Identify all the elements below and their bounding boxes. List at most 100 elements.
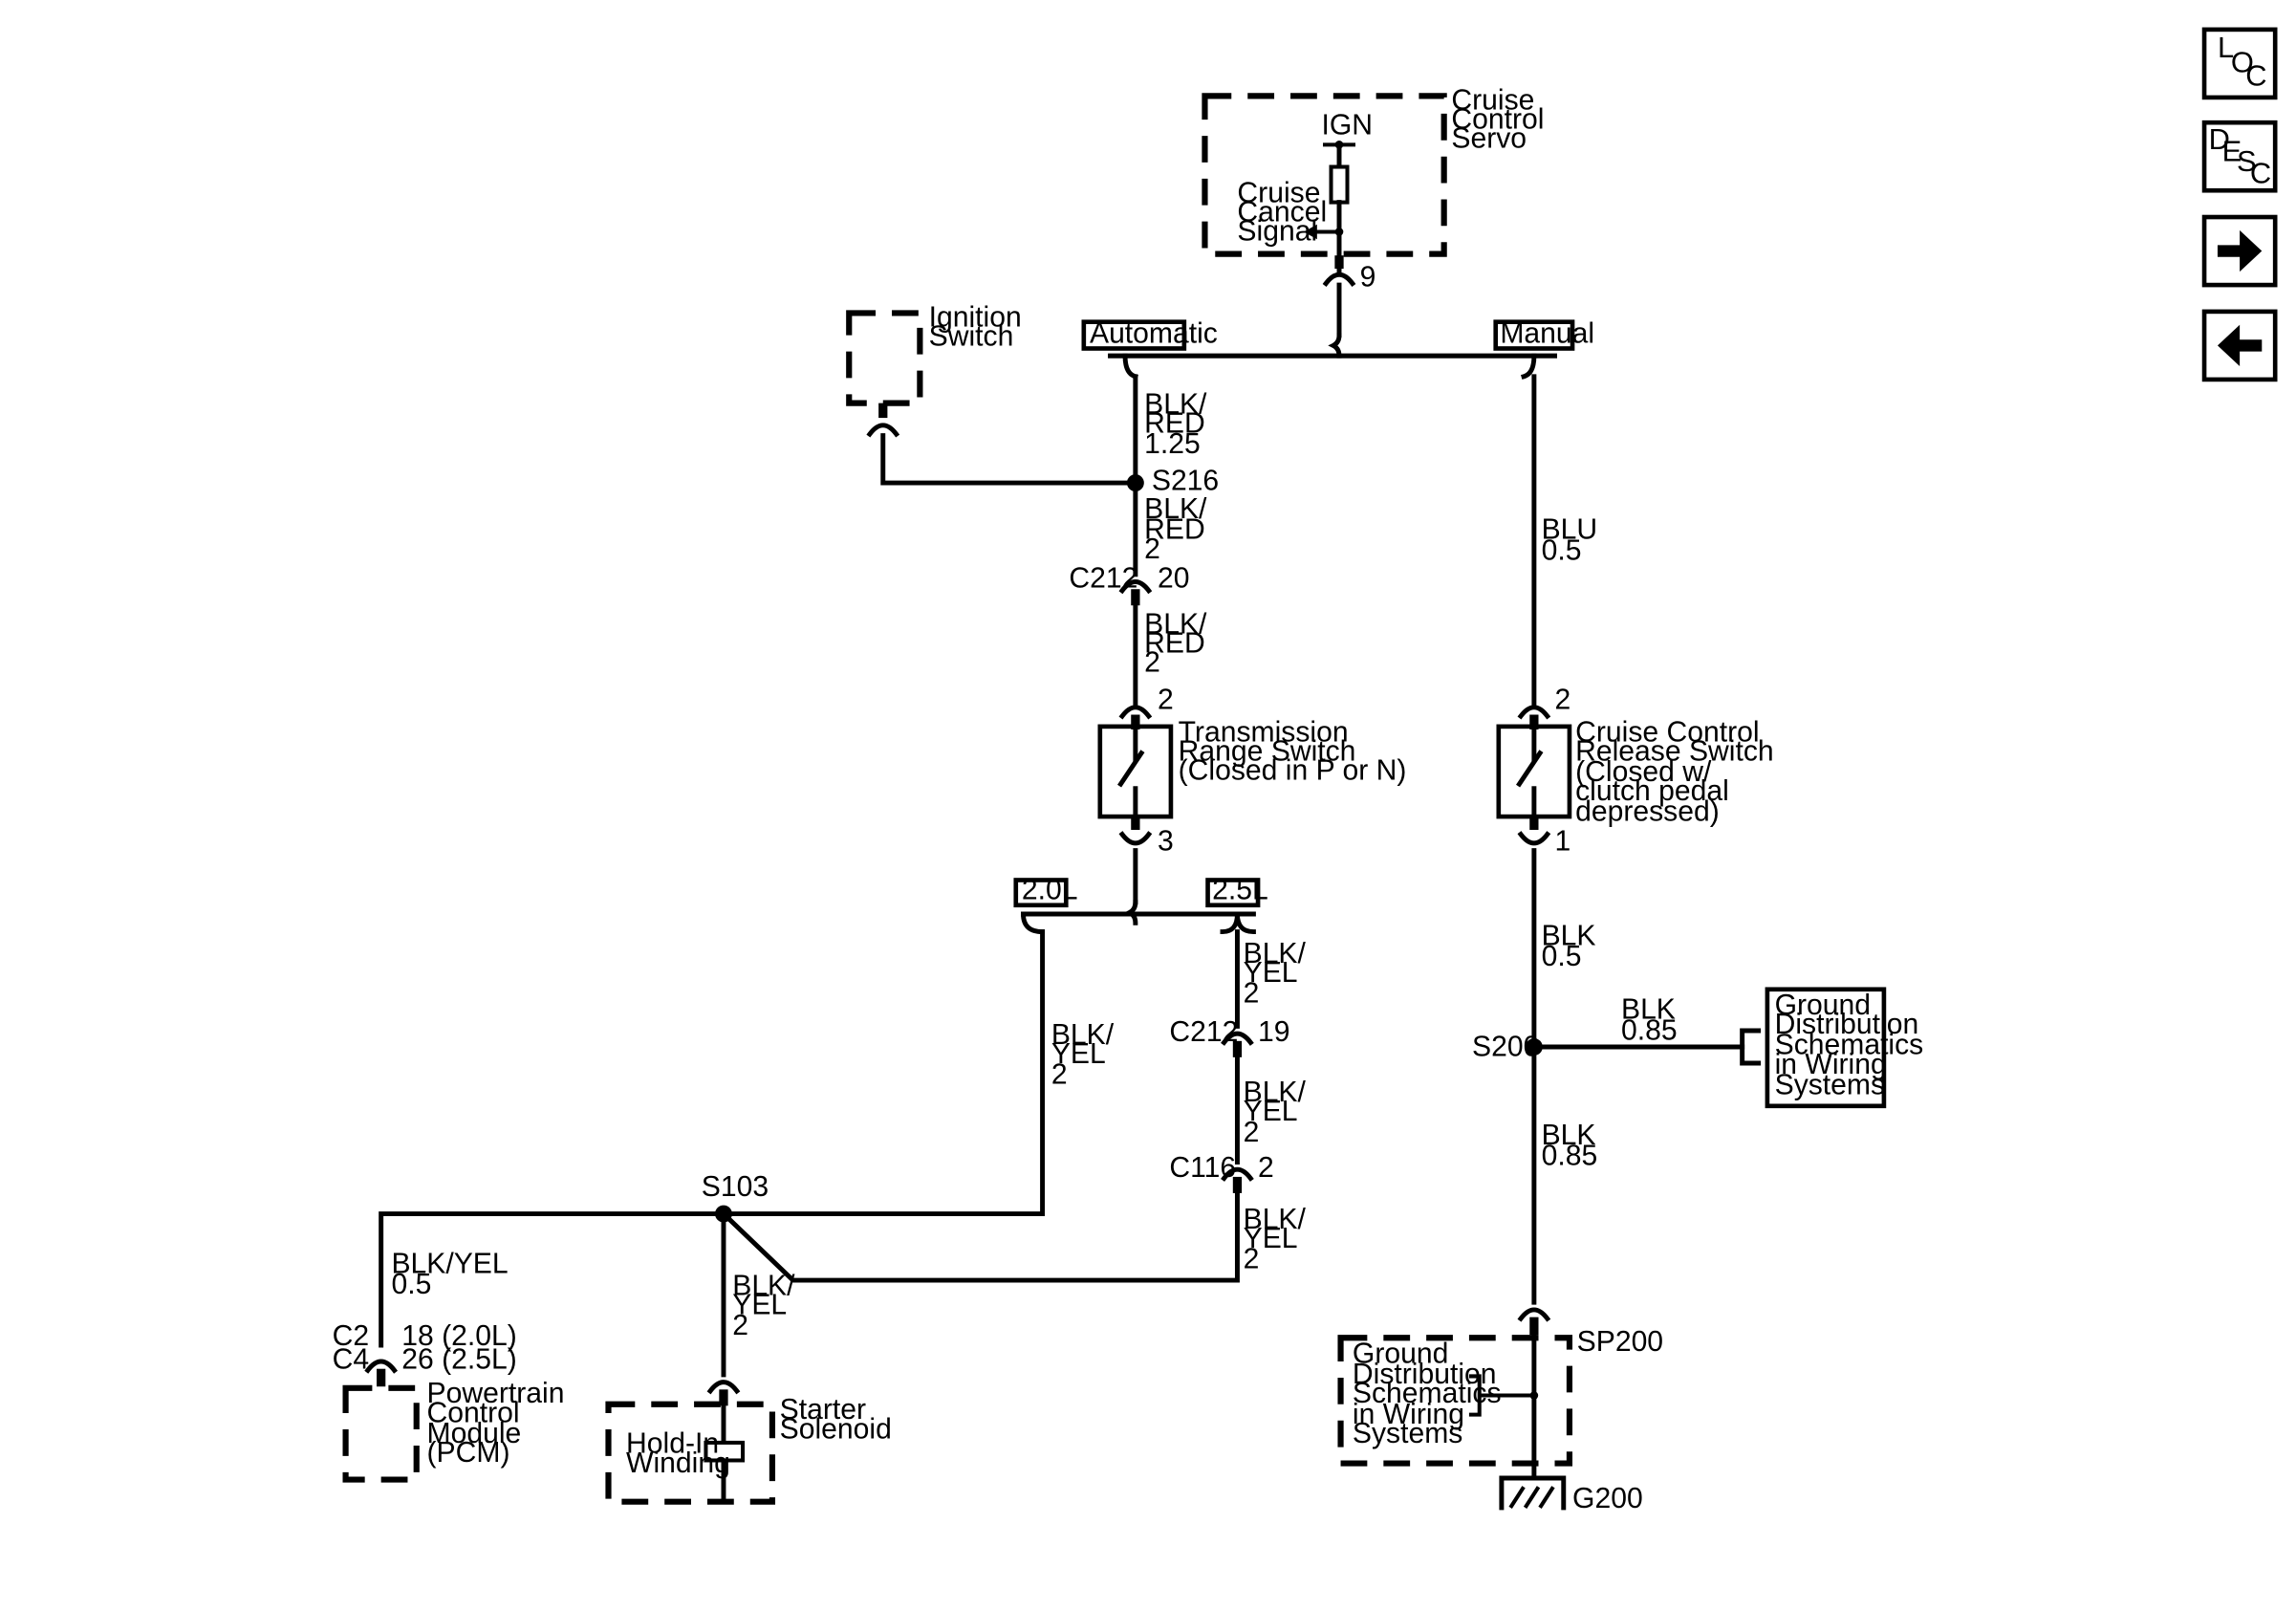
desc-letter-s: S [2237,144,2257,178]
ccrs-label-3: (Closed w/ [1575,756,1712,788]
trs-label-1: Transmission [1179,716,1349,748]
wire-color-label: BLK [1621,994,1676,1026]
wire-color-label: YEL [1244,1096,1298,1127]
pcm-label-4: (PCM) [427,1437,510,1469]
wire-color-label: BLK/ [1244,1204,1307,1235]
gnd-dist-left-label-3: Schematics [1353,1378,1502,1409]
wire-color-label: BLK/ [1244,1077,1307,1108]
wire-color-label: BLK/YEL [391,1248,508,1279]
pcm-label-3: Module [427,1418,522,1449]
wire-gauge-label: 2 [1244,1117,1260,1148]
wire-gauge-label: 2 [1244,978,1260,1010]
loc-letter-c: C [2245,59,2266,93]
ccrs-pin-bottom-label: 1 [1554,826,1570,858]
prev-button[interactable] [2201,309,2278,382]
ccrs-label-5: depressed) [1575,796,1720,828]
switch-contact-icon [1117,750,1145,788]
servo-pin-9: 9 [1360,262,1376,294]
wire-color-label: BLK/ [1144,609,1207,641]
wire-color-label: RED [1144,408,1205,440]
connector-c4-pin-label: 26 (2.5L) [401,1344,517,1376]
arrow-right-icon [2217,229,2263,272]
trs-pin-bottom-label: 3 [1158,826,1174,858]
gnd-dist-right-label-1: Ground [1775,990,1871,1021]
wire-color-label: RED [1144,514,1205,546]
splice-s216 [1126,474,1144,491]
automatic-tag [1081,319,1187,351]
wire-color-label: BLK [1542,1120,1596,1151]
s103-branch: S103 BLK/YEL 0.5 C2 C4 18 (2.0L) 26 (2.5… [333,1171,892,1505]
engine-20l-tag [1013,878,1069,908]
engine-20l-label: 2.0L [1022,875,1078,906]
engine-25l-branch: BLK/ YEL 2 C212 19 BLK/ YEL 2 C116 2 BLK… [720,929,1307,1283]
connector-c212-label: C212 [1169,1016,1238,1048]
powertrain-control-module [342,1384,420,1483]
wire-gauge-label: 1.25 [1144,428,1201,460]
engine-option-bus: 2.0L 2.5L BLK/ YEL 2 [721,875,1268,1217]
wire-gauge-label: 2 [732,1310,748,1341]
wire-color-label: BLK/ [1244,938,1307,969]
cancel-signal-label-3: Signal [1237,216,1317,248]
wire-gauge-label: 0.5 [1542,941,1582,972]
gnd-dist-left-label-1: Ground [1353,1339,1448,1370]
next-button[interactable] [2201,214,2278,288]
trs-label-2: Range Switch [1179,735,1356,767]
resistor-icon [1329,164,1350,205]
connector-c212-pin-label: 19 [1258,1016,1290,1048]
wire-color-label: BLK/ [1144,388,1207,420]
engine-25l-tag [1205,878,1261,908]
cruise-control-servo: Cruise Control Servo IGN Cruise Cancel S… [1202,84,1544,276]
splice-pack-sp200-label: SP200 [1577,1326,1663,1358]
splice-s200-label: S200 [1472,1031,1539,1062]
automatic-label: Automatic [1090,317,1218,349]
engine-25l-label: 2.5L [1212,875,1268,906]
pcm-label-2: Control [427,1397,520,1428]
ground-distribution-reference-box[interactable] [1765,987,1887,1109]
splice-s103-label: S103 [702,1171,769,1203]
arrow-left-icon [2217,324,2263,367]
ignition-switch: Ignition Switch [846,301,1138,486]
loc-button[interactable]: L O C [2201,27,2278,100]
connector-c2-pin-label: 18 (2.0L) [401,1320,517,1352]
servo-label-1: Cruise [1451,84,1534,116]
desc-letter-e: E [2222,134,2242,167]
desc-button[interactable]: D E S C [2201,120,2278,193]
pcm-label-1: Powertrain [427,1378,565,1409]
cancel-signal-label-2: Cancel [1237,197,1327,229]
splice-pack-sp200 [1337,1335,1573,1467]
wire-color-label: YEL [1051,1038,1106,1070]
wire-gauge-label: 0.85 [1621,1014,1678,1046]
ccrs-label-1: Cruise Control [1575,716,1759,748]
holdin-label-1: Hold-In [626,1428,719,1460]
ground-icon [1499,1475,1567,1511]
automatic-branch: BLK/ RED 1.25 S216 BLK/ RED 2 C212 20 BL… [1069,374,1406,925]
connector-c2-label: C2 [333,1320,370,1352]
wire-gauge-label: 2 [1144,647,1160,679]
wire-color-label: YEL [1244,1223,1298,1254]
servo-label-2: Control [1451,103,1544,135]
ccrs-pin-top-label: 2 [1554,684,1570,715]
switch-contact-icon [1516,750,1544,788]
ccrs-label-4: clutch pedal [1575,775,1729,807]
servo-label-3: Servo [1451,122,1527,154]
gnd-dist-right-label-2: Distribution [1775,1009,1919,1040]
trs-pin-top-label: 2 [1158,684,1174,715]
ign-label: IGN [1321,110,1373,142]
gnd-dist-left-label-2: Distribution [1353,1359,1497,1390]
servo-connector: 9 [1322,255,1376,338]
ground-g200-label: G200 [1572,1483,1643,1514]
wire-color-label: BLK/ [1144,493,1207,525]
cancel-signal-label-1: Cruise [1237,178,1320,209]
connector-c116-label: C116 [1169,1152,1236,1184]
transmission-option-bus: Automatic Manual [1081,317,1594,380]
loc-letter-o: O [2231,46,2254,79]
wire-gauge-label: 2 [1144,533,1160,565]
desc-letter-c: C [2250,157,2271,190]
wire-gauge-label: 2 [1244,1244,1260,1275]
connector-c4-label: C4 [333,1344,370,1376]
gnd-dist-right-label-3: Schematics [1775,1030,1924,1061]
wire-color-label: YEL [732,1290,787,1321]
wire-color-label: BLK/ [1051,1019,1115,1051]
holdin-label-2: Winding [626,1448,730,1479]
